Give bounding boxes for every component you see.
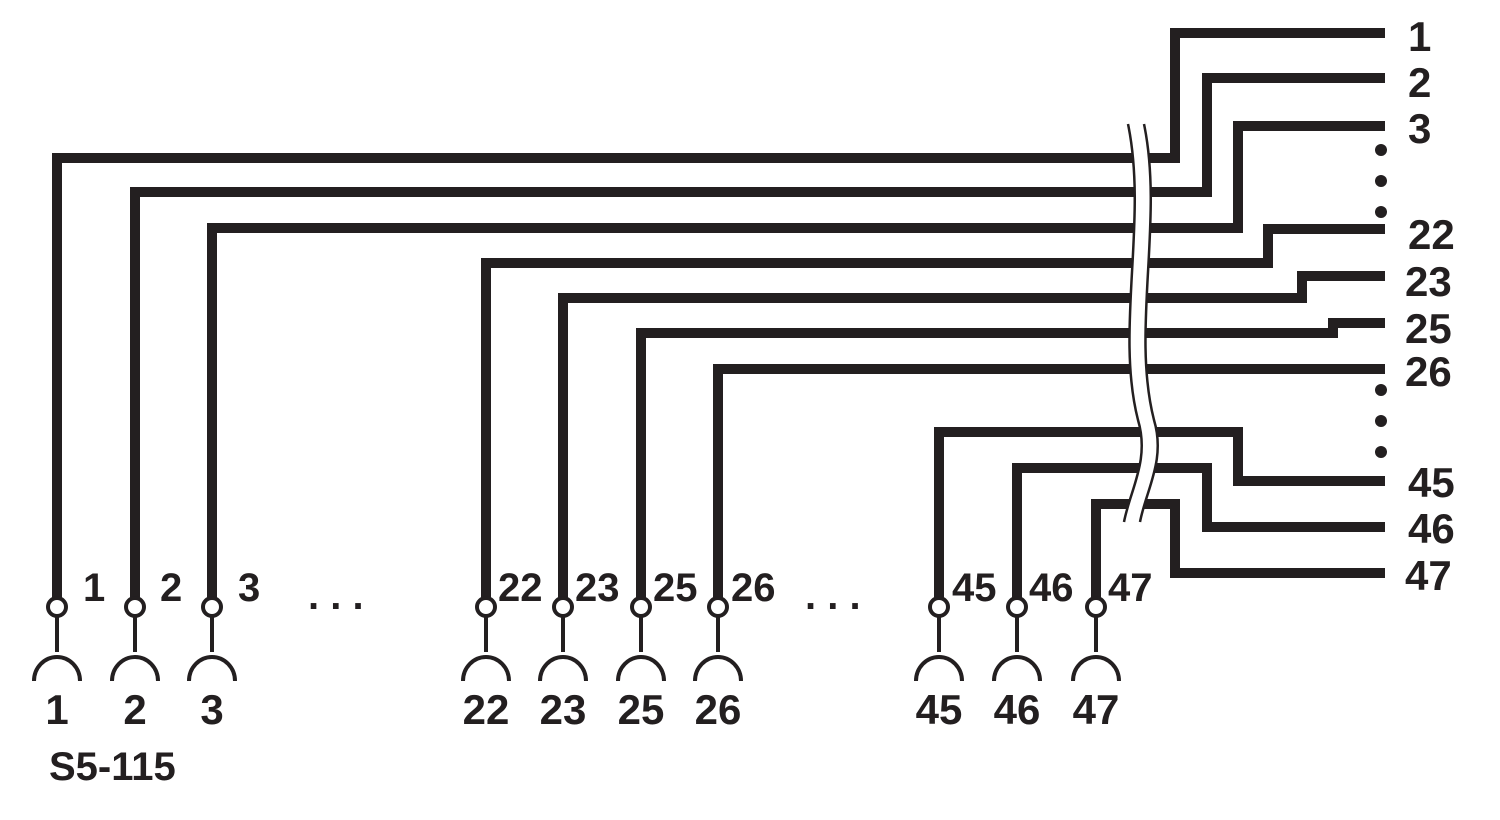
- right-pin-label: 3: [1408, 105, 1431, 152]
- right-ellipsis: [1375, 144, 1387, 458]
- bottom-pin-label: 47: [1073, 686, 1120, 733]
- connector-socket: [616, 596, 666, 682]
- top-pin-label: 3: [238, 566, 260, 610]
- bottom-pin-labels: 1 2 3 22 23 25 26 45 46 47: [45, 686, 1119, 733]
- connector-socket: [32, 596, 82, 682]
- right-pin-label: 47: [1405, 552, 1452, 599]
- connector-socket: [110, 596, 160, 682]
- right-pin-label: 45: [1408, 459, 1455, 506]
- wire-46: [1012, 463, 1385, 598]
- bottom-pin-label: 46: [994, 686, 1041, 733]
- ellipsis-label: . . .: [805, 574, 861, 618]
- right-pin-label: 26: [1405, 348, 1452, 395]
- right-pin-labels: 1 2 3 22 23 25 26 45 46 47: [1405, 13, 1455, 599]
- connector-socket: [693, 596, 743, 682]
- top-pin-label: 22: [498, 566, 543, 610]
- right-pin-label: 23: [1405, 258, 1452, 305]
- wire-23: [558, 271, 1385, 598]
- connector-socket: [992, 596, 1042, 682]
- bottom-pin-label: 45: [916, 686, 963, 733]
- wire-22: [481, 224, 1385, 598]
- wire-3: [207, 121, 1385, 598]
- connector-socket: [538, 596, 588, 682]
- connector-socket: [914, 596, 964, 682]
- connector-socket: [187, 596, 237, 682]
- bottom-pin-label: 26: [695, 686, 742, 733]
- wire-26: [713, 364, 1385, 598]
- wire-group: [52, 28, 1385, 598]
- ellipsis-label: . . .: [308, 574, 364, 618]
- right-pin-label: 46: [1408, 505, 1455, 552]
- bottom-pin-label: 23: [540, 686, 587, 733]
- bottom-pin-label: 1: [45, 686, 68, 733]
- right-pin-label: 25: [1405, 305, 1452, 352]
- device-label: S5-115: [49, 745, 176, 789]
- connector-socket: [1071, 596, 1121, 682]
- bottom-pin-label: 3: [200, 686, 223, 733]
- top-pin-label: 26: [731, 566, 776, 610]
- right-pin-label: 1: [1408, 13, 1431, 60]
- top-pin-label: 45: [952, 566, 997, 610]
- top-pin-label: 2: [160, 566, 182, 610]
- top-pin-label: 47: [1108, 566, 1153, 610]
- wire-25: [636, 318, 1385, 598]
- bottom-pin-label: 22: [463, 686, 510, 733]
- wire-47: [1091, 499, 1385, 598]
- bottom-pin-label: 25: [618, 686, 665, 733]
- top-pin-label: 23: [575, 566, 620, 610]
- top-pin-labels: 1 2 3 22 23 25 26 45 46 47 . . . . . .: [83, 566, 1153, 618]
- right-pin-label: 2: [1408, 59, 1431, 106]
- wire-2: [130, 73, 1385, 598]
- connector-socket: [461, 596, 511, 682]
- wire-1: [52, 28, 1385, 598]
- wire-45: [934, 427, 1385, 598]
- right-pin-label: 22: [1408, 211, 1455, 258]
- top-pin-label: 25: [653, 566, 698, 610]
- cable-break-mark: [1122, 123, 1159, 523]
- top-pin-label: 46: [1029, 566, 1074, 610]
- top-pin-label: 1: [83, 566, 105, 610]
- connector-group: [32, 596, 1121, 682]
- bottom-pin-label: 2: [123, 686, 146, 733]
